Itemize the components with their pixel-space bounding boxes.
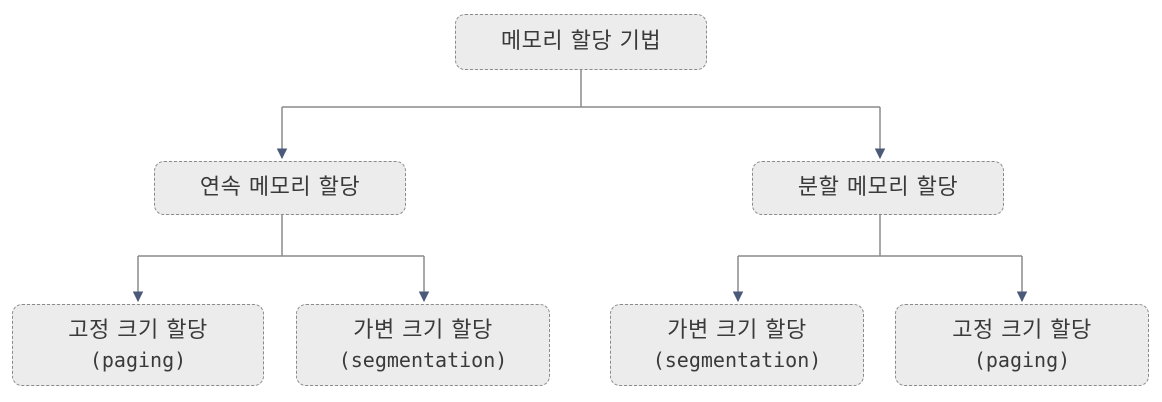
node-split-variable-size: 가변 크기 할당 (segmentation) bbox=[610, 304, 864, 386]
node-sublabel: (paging) bbox=[89, 348, 187, 372]
node-sublabel: (paging) bbox=[973, 348, 1071, 372]
node-split-memory-allocation: 분할 메모리 할당 bbox=[752, 161, 1004, 215]
node-sublabel: (segmentation) bbox=[338, 348, 508, 372]
node-memory-allocation-technique: 메모리 할당 기법 bbox=[455, 14, 707, 70]
node-continuous-fixed-size: 고정 크기 할당 (paging) bbox=[12, 304, 264, 386]
node-label: 가변 크기 할당 bbox=[667, 318, 807, 343]
node-label: 고정 크기 할당 bbox=[952, 318, 1092, 343]
node-split-fixed-size: 고정 크기 할당 (paging) bbox=[895, 304, 1149, 386]
node-continuous-variable-size: 가변 크기 할당 (segmentation) bbox=[296, 304, 550, 386]
node-continuous-memory-allocation: 연속 메모리 할당 bbox=[154, 161, 406, 215]
node-sublabel: (segmentation) bbox=[652, 348, 822, 372]
node-label: 메모리 할당 기법 bbox=[500, 29, 662, 54]
node-label: 고정 크기 할당 bbox=[68, 318, 208, 343]
node-label: 가변 크기 할당 bbox=[353, 318, 493, 343]
node-label: 분할 메모리 할당 bbox=[797, 175, 959, 200]
node-label: 연속 메모리 할당 bbox=[199, 175, 361, 200]
